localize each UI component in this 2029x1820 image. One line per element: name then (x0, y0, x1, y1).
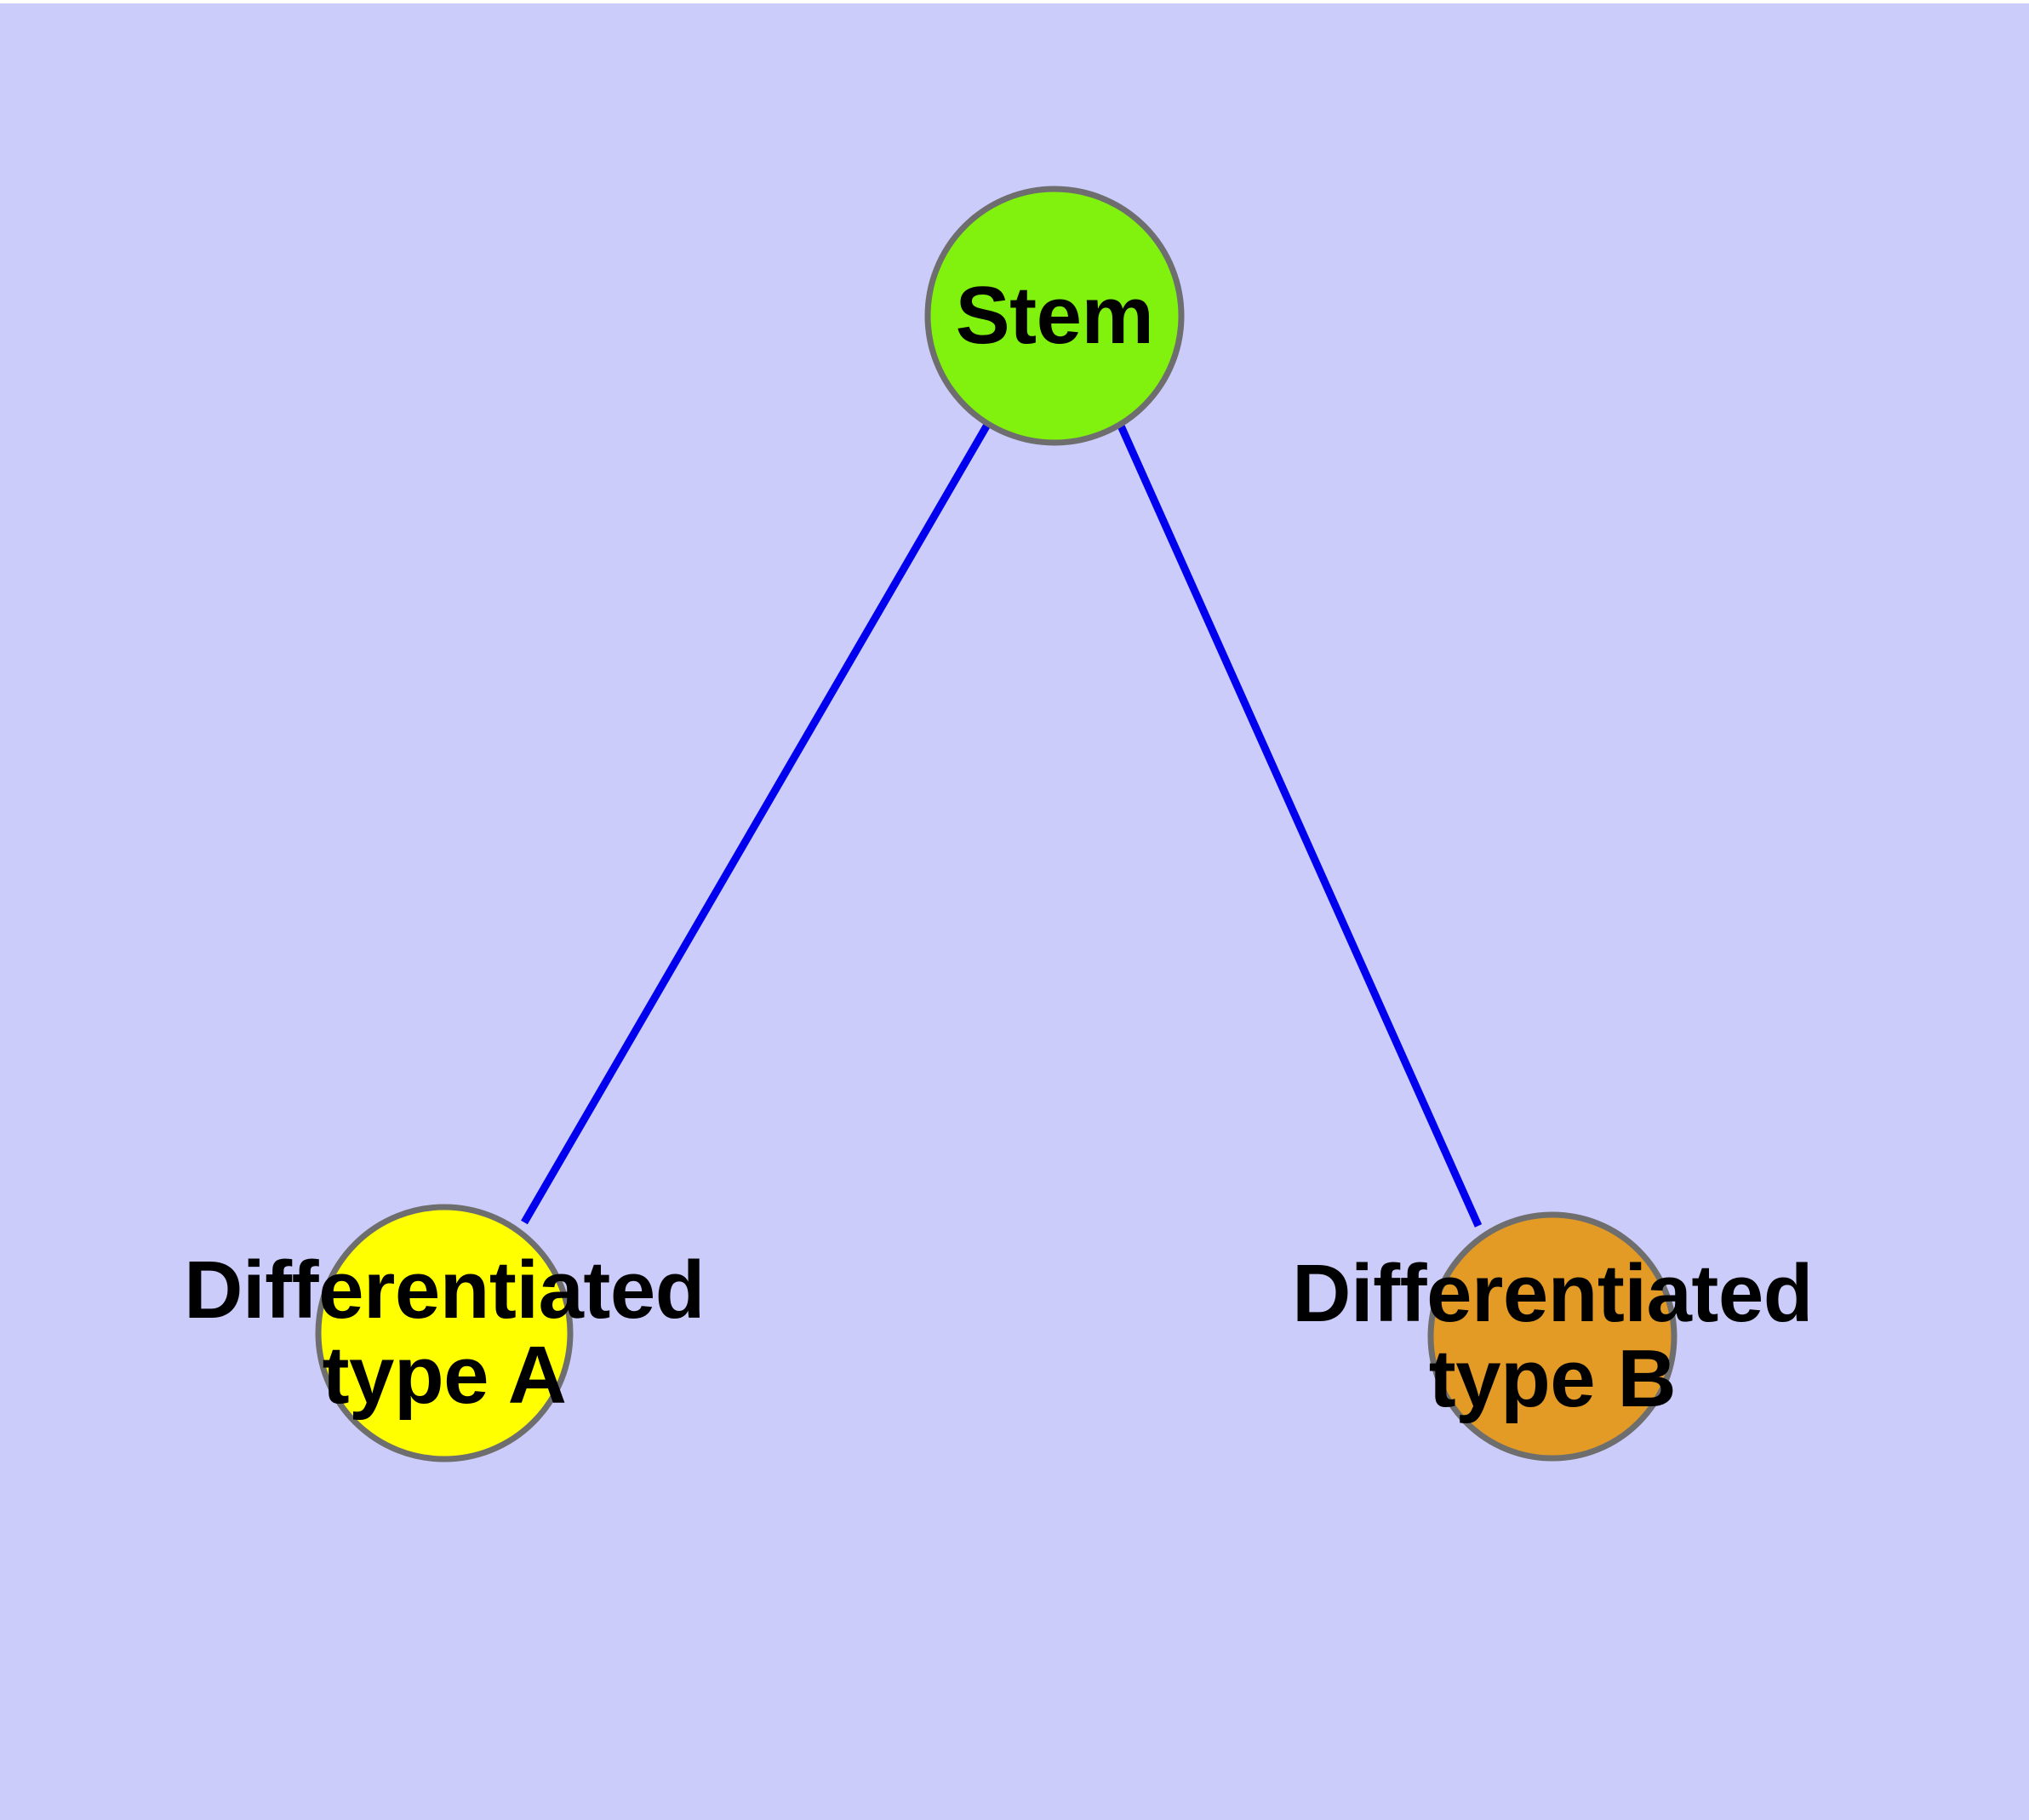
edge-stem-to-differentiated-type-a[interactable] (521, 422, 991, 1225)
edge-stem-to-differentiated-type-b[interactable] (1116, 422, 1483, 1228)
graph-svg (315, 186, 1677, 1462)
node-circle-stem[interactable] (924, 186, 1185, 446)
node-circle-differentiated-type-b[interactable] (1427, 1211, 1677, 1462)
node-circle-differentiated-type-a[interactable] (315, 1204, 574, 1462)
node-layer (315, 186, 1677, 1462)
edge-layer (521, 422, 1483, 1228)
